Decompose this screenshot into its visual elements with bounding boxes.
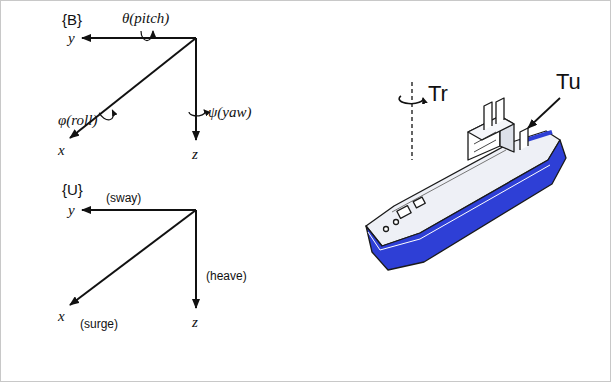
axis-letter: y [68, 30, 75, 47]
thrust-label: Tu [556, 70, 581, 94]
axis-letter: x [58, 308, 65, 325]
axis-letter: z [192, 314, 198, 331]
surge-thrust-arrow [528, 98, 560, 128]
frame-name: {B} [62, 12, 82, 29]
axis-letter: y [68, 202, 75, 219]
motion-label: (surge) [80, 318, 118, 331]
rotation-label: θ(pitch) [122, 10, 169, 27]
rotation-arrows [99, 31, 205, 123]
rotation-label: ψ(yaw) [208, 104, 251, 121]
rotation-label: φ(roll) [58, 112, 97, 129]
torque-label: Tr [428, 82, 448, 106]
frame-name: {U} [62, 182, 83, 199]
axis-letter: x [58, 142, 65, 159]
ship-illustration [366, 98, 566, 270]
motion-label: (heave) [206, 270, 247, 283]
motion-label: (sway) [106, 192, 141, 205]
yaw-torque-indicator [399, 82, 423, 160]
axis-letter: z [192, 146, 198, 163]
thrust-frame-axes [70, 210, 196, 308]
